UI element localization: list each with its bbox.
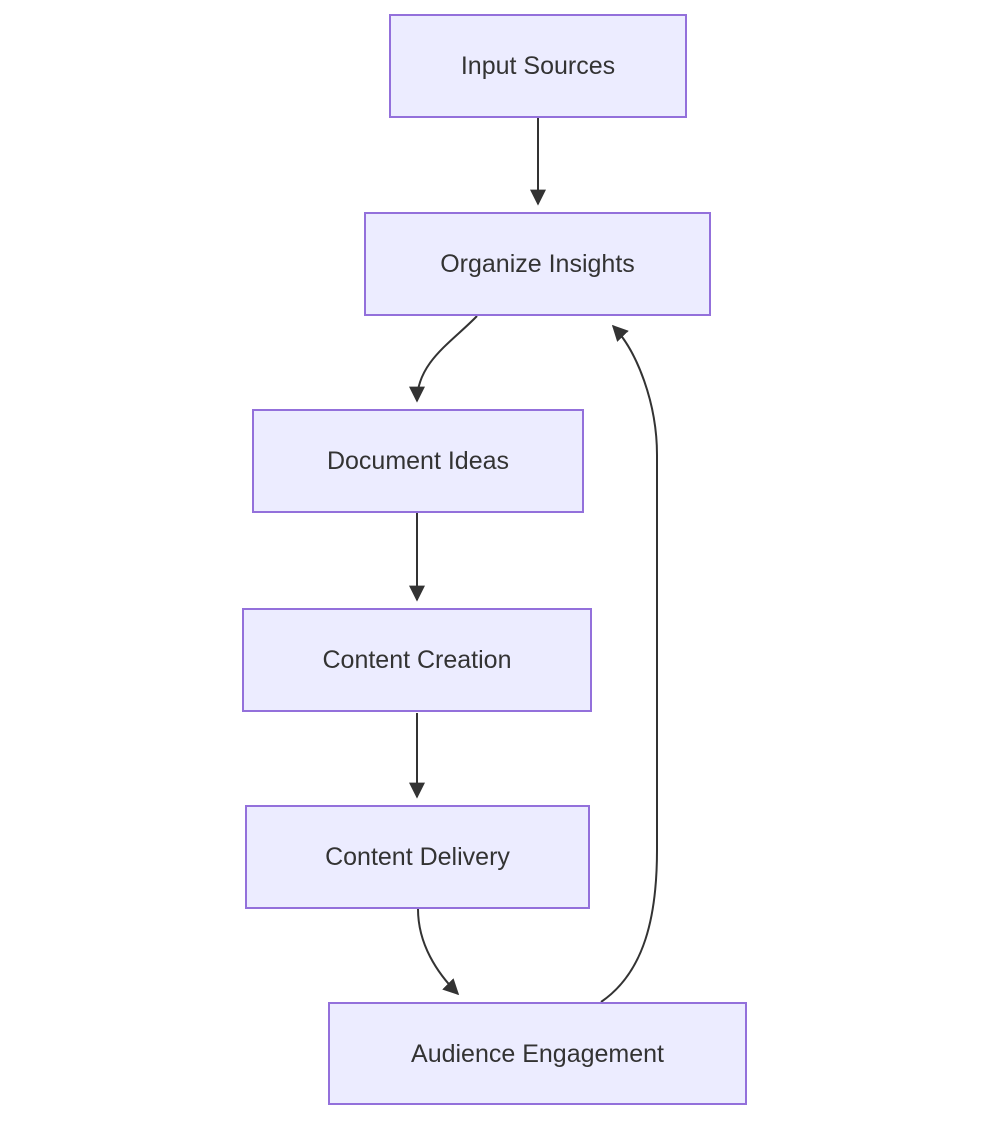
node-label-content-creation: Content Creation: [322, 646, 512, 674]
node-label-organize-insights: Organize Insights: [440, 250, 635, 278]
node-organize-insights: Organize Insights: [364, 212, 711, 316]
node-label-document-ideas: Document Ideas: [326, 447, 510, 475]
node-label-input-sources: Input Sources: [460, 52, 616, 80]
edge-content-delivery-to-audience-engagement: [417, 908, 460, 996]
node-content-delivery: Content Delivery: [245, 805, 590, 909]
node-label-audience-engagement: Audience Engagement: [411, 1039, 664, 1068]
node-content-creation: Content Creation: [242, 608, 592, 712]
node-document-ideas: Document Ideas: [252, 409, 584, 513]
edge-audience-engagement-to-organize-insights: [600, 324, 658, 1003]
node-label-content-delivery: Content Delivery: [325, 843, 510, 871]
edge-organize-insights-to-document-ideas: [409, 315, 478, 403]
node-input-sources: Input Sources: [389, 14, 687, 118]
node-audience-engagement: Audience Engagement: [328, 1002, 747, 1105]
